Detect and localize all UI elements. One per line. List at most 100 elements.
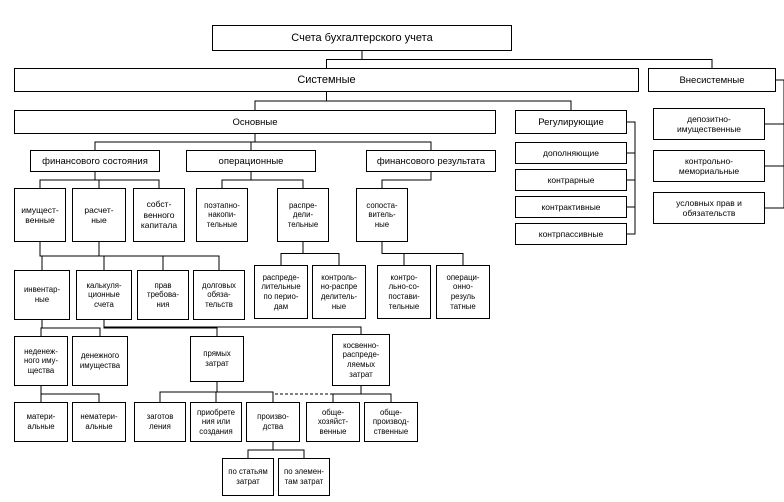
connector: [39, 172, 96, 188]
node-label: денежного имущества: [79, 351, 121, 370]
node-label: операци- онно- резуль татные: [446, 272, 480, 311]
node-indirect-costs: косвенно- распреде- ляемых затрат: [332, 334, 390, 386]
connector: [250, 172, 304, 188]
node-claim-rights: прав требова- ния: [137, 270, 189, 320]
node-label: обще- хозяйст- венные: [317, 407, 349, 436]
connector: [360, 386, 392, 402]
node-label: по статьям затрат: [228, 467, 268, 486]
node-label: дополняющие: [543, 147, 599, 158]
node-operating-result: операци- онно- резуль татные: [436, 265, 490, 319]
node-label: Счета бухгалтерского учета: [291, 31, 433, 44]
node-label: контрпассивные: [538, 228, 604, 239]
node-label: прямых затрат: [203, 349, 231, 368]
node-financial-state: финансового состояния: [30, 150, 160, 172]
node-label: Внесистемные: [679, 74, 745, 86]
node-systemic: Системные: [14, 68, 639, 92]
node-procurement: заготов ления: [134, 402, 186, 442]
node-label: по элемен- там затрат: [283, 467, 325, 486]
connector: [216, 382, 274, 402]
node-general-production: обще- производ- ственные: [364, 402, 418, 442]
connector: [765, 79, 784, 209]
node-offsystem: Внесистемные: [648, 68, 776, 92]
connector: [280, 242, 304, 265]
node-general-business: обще- хозяйст- венные: [306, 402, 360, 442]
node-equity: собст- венного капитала: [133, 188, 185, 242]
node-label: собст- венного капитала: [140, 199, 178, 231]
connector: [326, 92, 572, 110]
node-label: финансового результата: [376, 155, 486, 167]
connector: [41, 320, 101, 336]
node-label: Основные: [232, 116, 278, 128]
node-contra: контрарные: [515, 169, 627, 191]
connector: [103, 320, 362, 334]
connector: [94, 134, 256, 150]
node-tangible: матери- альные: [14, 402, 68, 442]
node-by-cost-elements: по элемен- там затрат: [278, 458, 330, 496]
node-label: Регулирующие: [538, 116, 604, 128]
connector: [247, 442, 274, 458]
node-acquisition: приобрете ния или создания: [190, 402, 242, 442]
node-intangible: нематери- альные: [72, 402, 126, 442]
node-label: контрактивные: [541, 201, 601, 212]
connector: [103, 320, 218, 336]
node-label: условных прав и обязательств: [676, 197, 742, 219]
connector: [302, 242, 340, 265]
node-label: распреде- лительные по перио- дам: [261, 272, 301, 311]
connector: [381, 242, 464, 265]
node-production: произво- дства: [246, 402, 300, 442]
node-label: долговых обяза- тельств: [202, 280, 236, 309]
connector: [254, 92, 327, 110]
node-contra-passive: контрпассивные: [515, 223, 627, 245]
dashed-connector: [272, 393, 334, 402]
node-label: инвентар- ные: [23, 285, 61, 304]
node-label: Системные: [297, 73, 356, 86]
node-label: финансового состояния: [42, 155, 148, 167]
connector: [627, 121, 636, 235]
node-settlement: расчет- ные: [72, 188, 126, 242]
node-label: контро- льно-со- постави- тельные: [388, 272, 420, 311]
node-label: сопоста- витель- ные: [366, 200, 398, 229]
node-conditional-rights: условных прав и обязательств: [653, 192, 765, 224]
node-deposit-property: депозитно- имущественные: [653, 108, 765, 140]
node-control-memorial: контрольно- мемориальные: [653, 150, 765, 182]
node-label: матери- альные: [26, 412, 56, 431]
connector: [381, 172, 432, 188]
node-label: имущест- венные: [21, 204, 59, 226]
node-label: расчет- ные: [84, 204, 114, 226]
connector: [272, 442, 305, 458]
node-label: заготов ления: [146, 412, 174, 431]
node-operational: операционные: [186, 150, 316, 172]
connector: [159, 382, 218, 402]
node-label: неденеж- ного иму- щества: [23, 346, 59, 375]
connector: [221, 172, 252, 188]
node-label: нематери- альные: [80, 412, 118, 431]
node-control-comparative: контро- льно-со- постави- тельные: [377, 265, 431, 319]
node-distr-by-periods: распреде- лительные по перио- дам: [254, 265, 308, 319]
node-label: поэтапно- накопи- тельные: [204, 200, 240, 229]
connector: [326, 51, 363, 68]
node-inventory: инвентар- ные: [14, 270, 70, 320]
node-stage-accumulating: поэтапно- накопи- тельные: [196, 188, 248, 242]
node-label: косвенно- распреде- ляемых затрат: [342, 340, 380, 379]
node-calculation: калькуля- ционные счета: [76, 270, 132, 320]
node-label: депозитно- имущественные: [676, 113, 742, 135]
connector: [40, 386, 100, 402]
node-label: обще- производ- ственные: [372, 407, 410, 436]
node-property: имущест- венные: [14, 188, 66, 242]
node-distributive: распре- дели- тельные: [277, 188, 329, 242]
node-regulating: Регулирующие: [515, 110, 627, 134]
connector: [361, 51, 713, 68]
node-direct-costs: прямых затрат: [190, 336, 244, 382]
connector: [765, 79, 784, 167]
node-contractive: контрактивные: [515, 196, 627, 218]
node-label: произво- дства: [257, 412, 289, 431]
node-label: калькуля- ционные счета: [86, 280, 122, 309]
node-label: распре- дели- тельные: [287, 200, 319, 229]
node-non-monetary: неденеж- ного иму- щества: [14, 336, 68, 386]
connector: [627, 121, 636, 181]
node-by-cost-items: по статьям затрат: [222, 458, 274, 496]
node-supplementary: дополняющие: [515, 142, 627, 164]
node-label: контрарные: [547, 174, 595, 185]
connector: [250, 134, 256, 150]
